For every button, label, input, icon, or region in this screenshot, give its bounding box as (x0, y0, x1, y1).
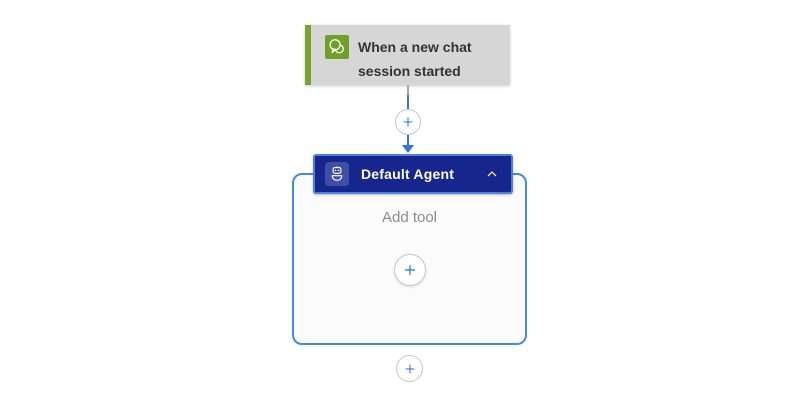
collapse-button[interactable] (483, 165, 501, 183)
chevron-up-icon (487, 171, 497, 177)
add-tool-button[interactable] (394, 254, 426, 286)
agent-title: Default Agent (361, 166, 455, 182)
chat-bubbles-icon (325, 35, 349, 59)
trigger-title: When a new chat session started (358, 39, 472, 79)
connector-arrowhead-icon (402, 145, 414, 153)
plus-icon (403, 117, 413, 127)
insert-step-button[interactable] (395, 109, 421, 135)
plus-icon (405, 364, 414, 373)
add-tool-label: Add tool (381, 209, 438, 226)
trigger-card[interactable]: When a new chat session started (305, 25, 510, 85)
connector-stub (407, 85, 409, 96)
insert-after-agent-button[interactable] (396, 355, 423, 382)
robot-icon (325, 162, 349, 186)
plus-icon (405, 265, 415, 275)
agent-header[interactable]: Default Agent (313, 154, 513, 194)
